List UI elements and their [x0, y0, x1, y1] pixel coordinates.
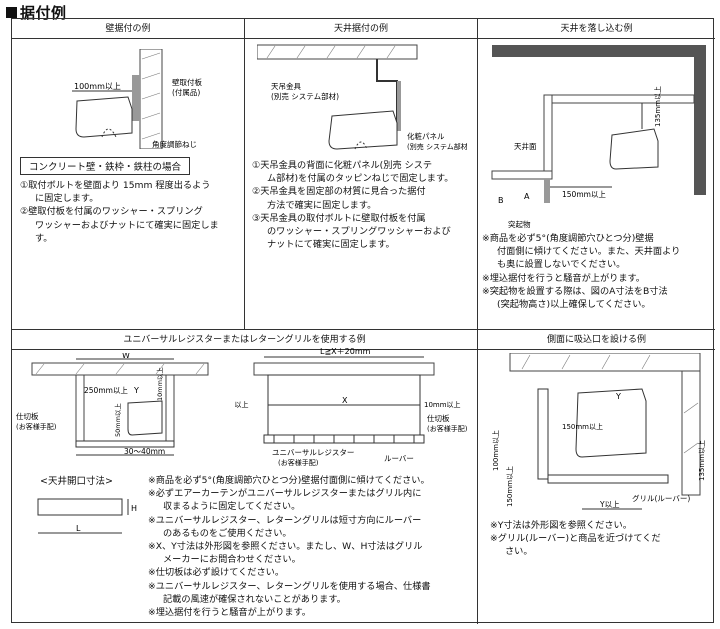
universal-w-label: W	[122, 353, 130, 360]
universal-10-label: 10mm以上	[155, 367, 164, 401]
ceiling-notes: ①天吊金具の背面に化粧パネル(別売 システ ム部材)を付属のタッピンねじで固定し…	[252, 160, 454, 251]
universal-x-label: X	[342, 396, 348, 405]
opening-dimension-diagram: H L	[37, 498, 137, 534]
wall-box-label: コンクリート壁・鉄枠・鉄柱の場合	[20, 157, 191, 175]
universal-notes: ※商品を必ず5°(角度調節穴ひとつ分)壁据付面側に傾けてください。 ※必ずエアー…	[148, 475, 431, 619]
side-notes: ※Y寸法は外形図を参照ください。 ※グリル(ルーバー)と商品を近づけてくだ さい…	[490, 520, 661, 558]
universal-register-label: ユニバーサルレジスター	[272, 448, 354, 457]
heading-ceiling: 天井据付の例	[245, 19, 477, 39]
universal-10a-label: 10mm以上	[234, 400, 249, 409]
universal-3040-label: 30～40mm	[124, 447, 165, 456]
ceiling-hanger-label: 天吊金具	[271, 81, 301, 91]
heading-recess: 天井を落し込む例	[478, 19, 715, 39]
universal-side-diagram: W 250mm以上 Y 10mm以上 50mm以上 30～40mm 仕切板 (お…	[16, 353, 209, 456]
ceiling-panel-label: 化粧パネル	[407, 131, 445, 141]
wall-bracket-label2: (付属品)	[172, 87, 200, 97]
title-square-icon	[6, 7, 17, 18]
opening-h-label: H	[131, 504, 137, 513]
recess-a-label: A	[524, 192, 530, 201]
heading-wall: 壁据付の例	[12, 19, 244, 39]
side-intake-diagram: Y 150mm以上 100mm以上 135mm以上 150mm以上 グリル(ルー…	[491, 353, 706, 510]
side-135-label: 135mm以上	[697, 440, 706, 481]
universal-front-diagram: L≧X＋20mm X 10mm以上 10mm以上 仕切板 (お客様手配) ユニバ…	[234, 347, 468, 467]
wall-notes: ①取付ボルトを壁面より 15mm 程度出るよう に固定します。 ②壁取付板を付属…	[20, 180, 219, 244]
universal-customer3-label: (お客様手配)	[278, 458, 319, 467]
universal-customer-label: (お客様手配)	[16, 422, 57, 431]
side-grille-label: グリル(ルーバー)	[632, 493, 690, 503]
divider	[12, 329, 715, 330]
universal-partition2-label: 仕切板	[427, 413, 450, 423]
divider	[244, 19, 245, 329]
universal-customer2-label: (お客様手配)	[427, 424, 468, 433]
recess-b-label: B	[498, 196, 504, 205]
divider	[477, 19, 478, 624]
wall-distance-label: 100mm以上	[74, 82, 121, 91]
universal-partition-label: 仕切板	[16, 411, 39, 421]
recess-install-diagram: 天井面 150mm以上 135mm以上 A B 突起物	[491, 45, 706, 229]
universal-250-label: 250mm以上	[84, 386, 128, 395]
universal-louver-label: ルーバー	[384, 454, 414, 463]
opening-l-label: L	[76, 524, 81, 533]
ceiling-panel-label2: (別売 システム部材)	[407, 142, 467, 151]
universal-50-label: 50mm以上	[113, 403, 122, 437]
page-title: 据付例	[6, 2, 67, 23]
wall-bracket-label: 壁取付板	[172, 77, 202, 87]
universal-10b-label: 10mm以上	[424, 400, 461, 409]
side-150-label: 150mm以上	[562, 422, 603, 431]
recess-dist-label: 150mm以上	[562, 190, 606, 199]
recess-protrusion-label: 突起物	[508, 219, 531, 229]
wall-install-diagram: 100mm以上 壁取付板 (付属品) 角度調節ねじ	[72, 49, 202, 149]
heading-universal: ユニバーサルレジスターまたはレターングリルを使用する例	[12, 330, 477, 350]
side-150b-label: 150mm以上	[505, 466, 514, 507]
side-y-label: Y	[615, 392, 621, 401]
ceiling-hanger-label2: (別売 システム部材)	[271, 91, 339, 101]
side-100-label: 100mm以上	[491, 430, 500, 471]
side-y2-label: Y以上	[599, 500, 620, 509]
recess-notes: ※商品を必ず5°(角度調節穴ひとつ分)壁据 付面側に傾けてください。また、天井面…	[482, 233, 681, 311]
recess-dist2-label: 135mm以上	[653, 86, 662, 127]
ceiling-install-diagram: 天吊金具 (別売 システム部材) 化粧パネル (別売 システム部材)	[257, 44, 467, 151]
universal-opening-label: <天井開口寸法>	[40, 476, 113, 487]
recess-ceiling-face-label: 天井面	[514, 141, 537, 151]
installation-table: 壁据付の例 天井据付の例 天井を落し込む例 ユニバーサルレジスターまたはレターン…	[11, 18, 715, 624]
universal-y-label: Y	[133, 386, 139, 395]
heading-side: 側面に吸込口を設ける例	[478, 330, 715, 350]
universal-lx-label: L≧X＋20mm	[320, 347, 371, 356]
wall-angle-screw-label: 角度調節ねじ	[152, 139, 197, 149]
